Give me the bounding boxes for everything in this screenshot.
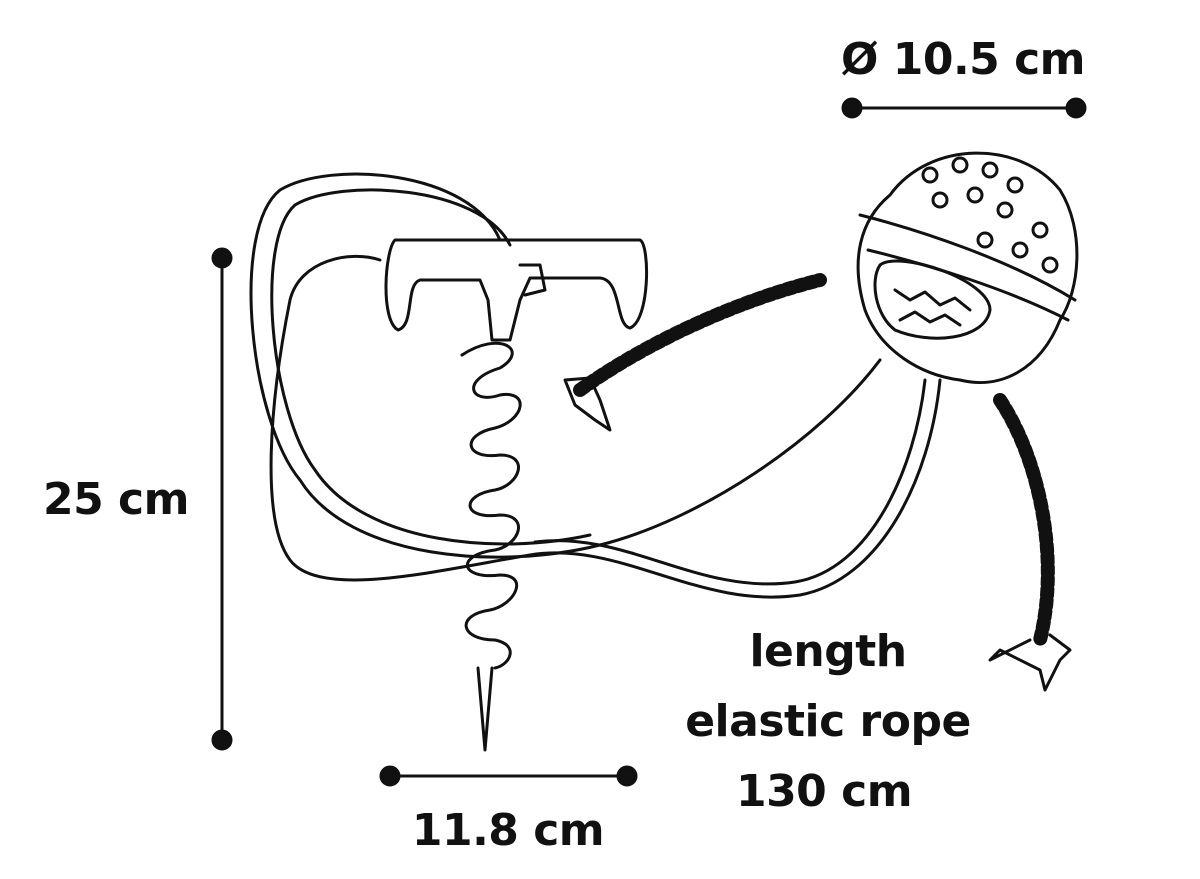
- rope-length-label-line3: 130 cm: [735, 766, 913, 817]
- diameter-label: Ø 10.5 cm: [840, 34, 1086, 85]
- rope-length-label-line1: length: [749, 626, 907, 677]
- rope-length-label-line2: elastic rope: [685, 696, 971, 747]
- elastic-rope: [249, 172, 942, 599]
- diameter-dimension-line: [841, 97, 1087, 119]
- cotton-rope: [563, 273, 1072, 692]
- height-dimension-line: [211, 247, 233, 751]
- width-label: 11.8 cm: [411, 805, 605, 856]
- ground-stake: [384, 238, 648, 752]
- ball-toy: [856, 151, 1079, 384]
- width-dimension-line: [379, 765, 638, 787]
- height-label: 25 cm: [43, 474, 189, 525]
